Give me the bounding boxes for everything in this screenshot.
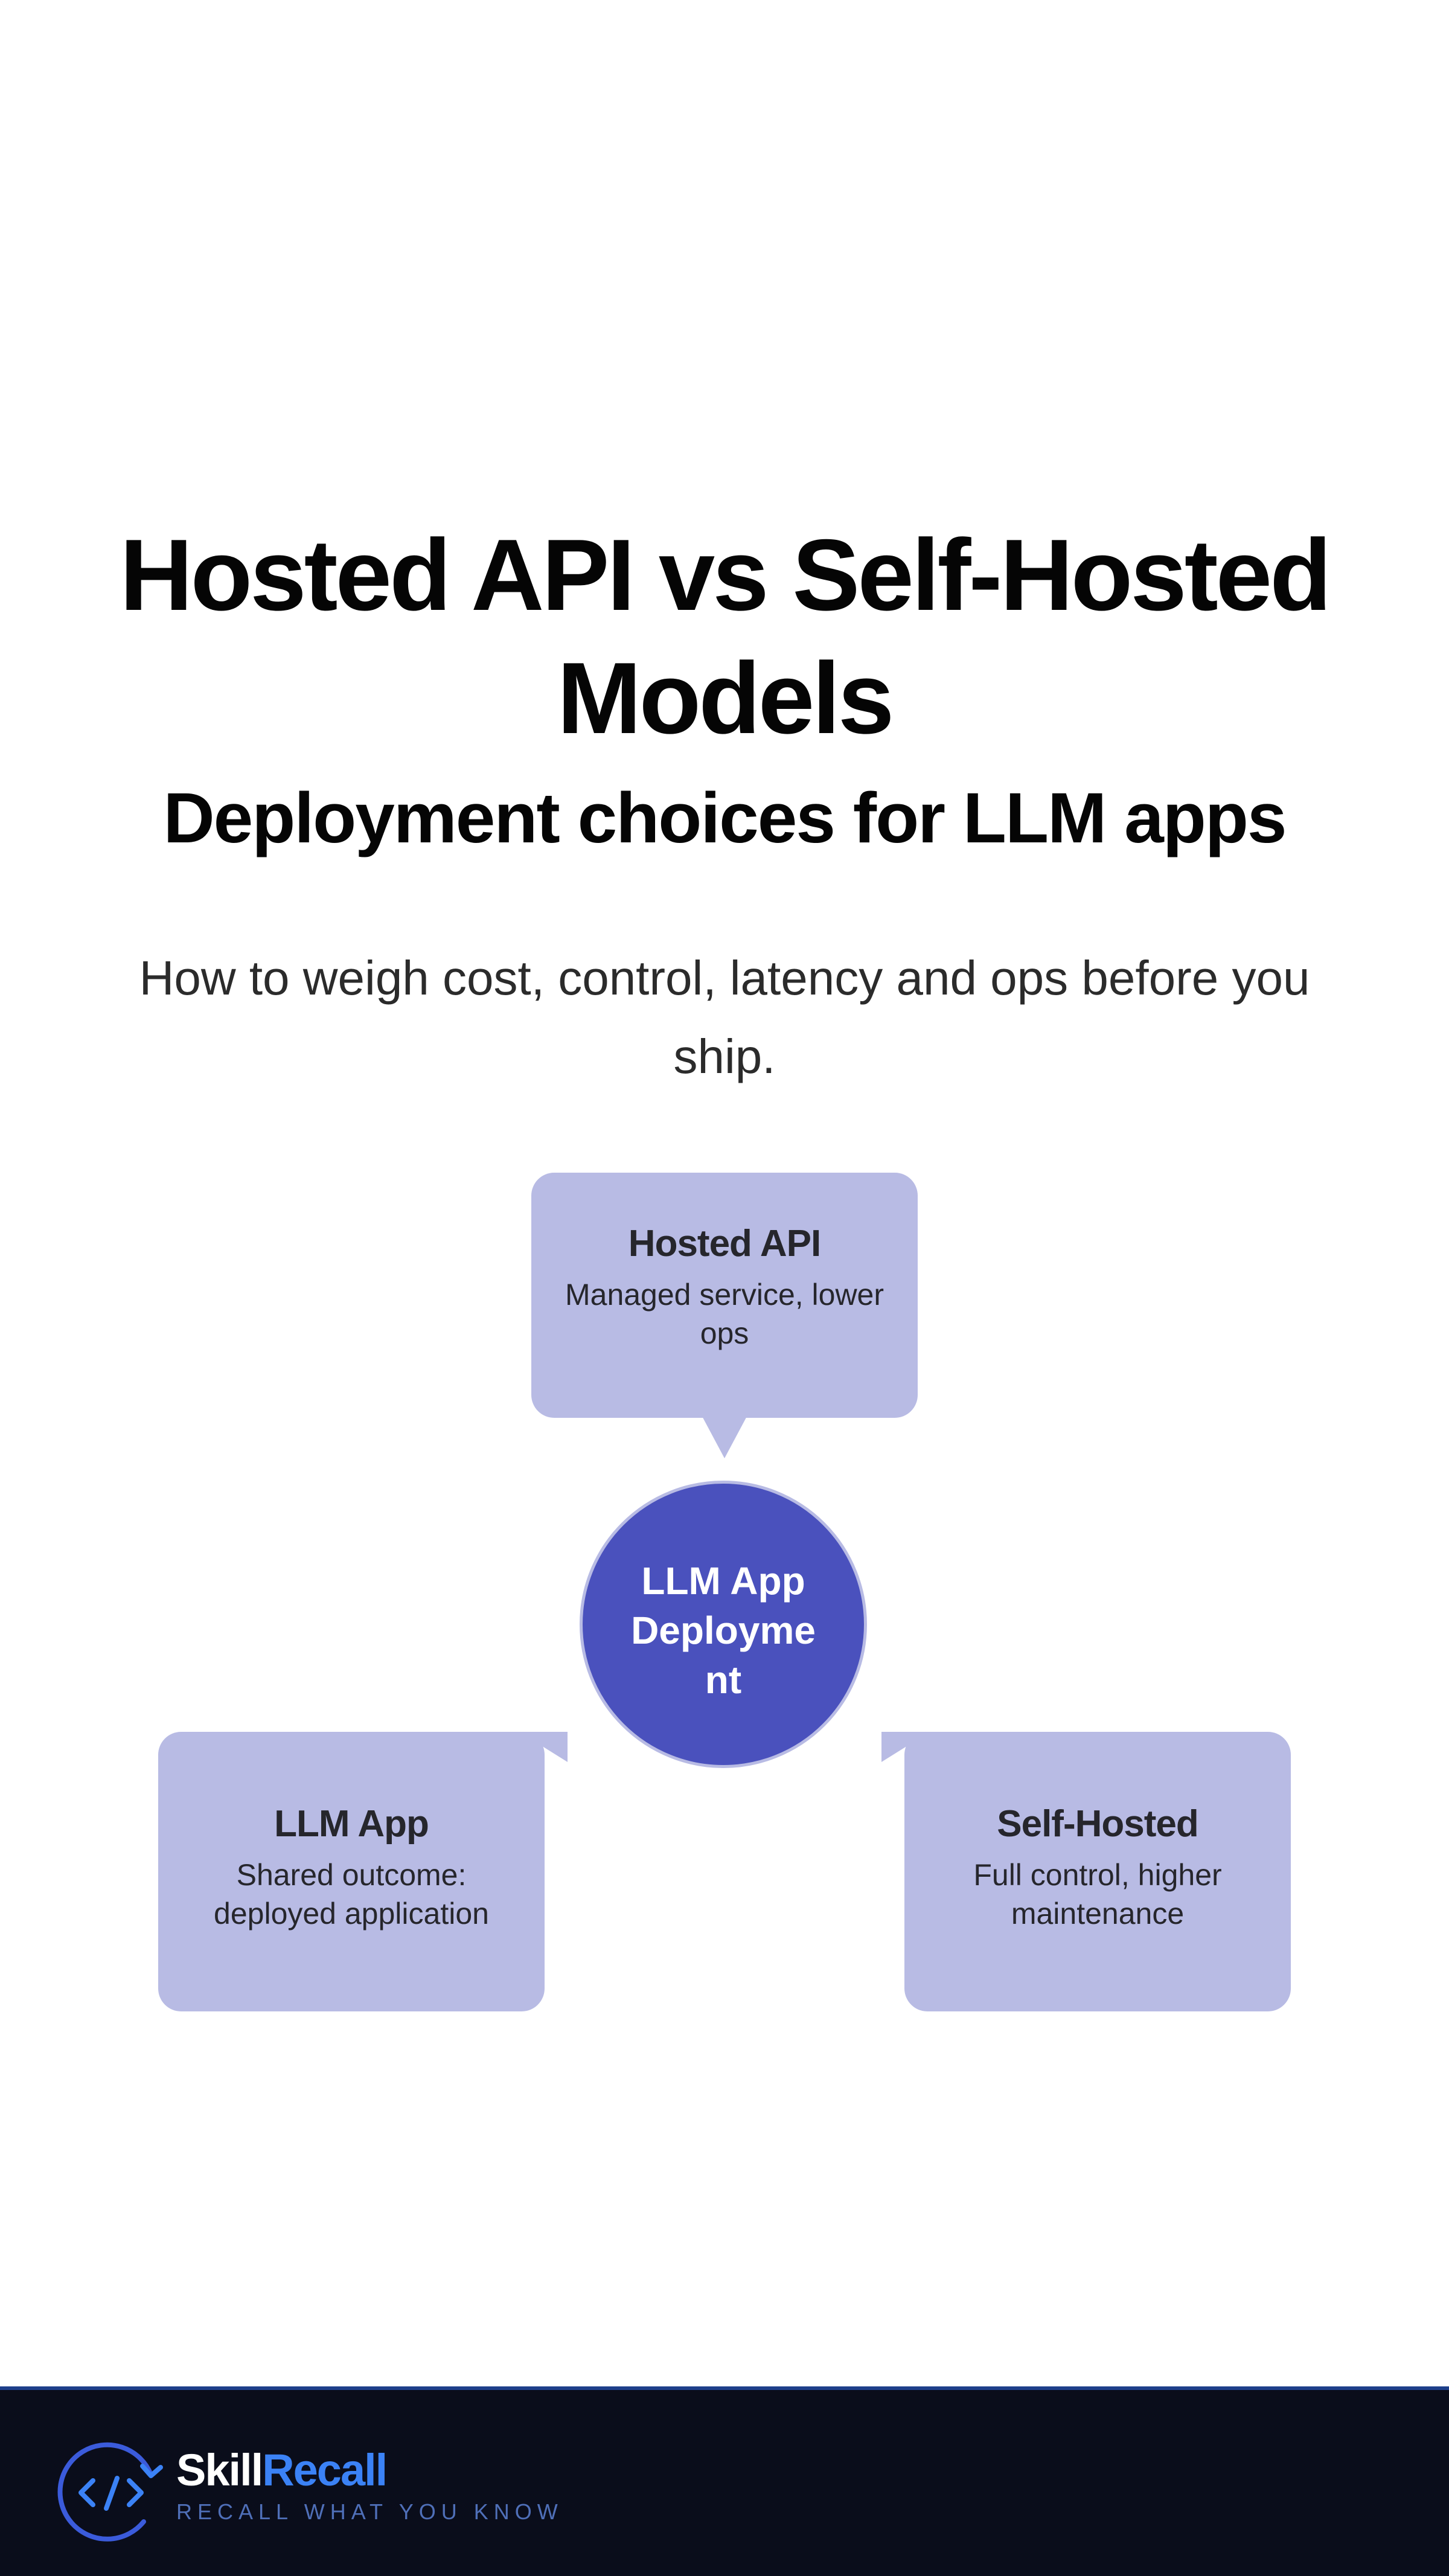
brand-name-part2: Recall (262, 2445, 388, 2495)
brand-name: SkillRecall (176, 2444, 388, 2496)
page-title: Hosted API vs Self-Hosted Models (120, 518, 1332, 755)
code-icon (57, 2442, 163, 2542)
node-description: Managed service, lower ops (565, 1278, 884, 1350)
brand-name-part1: Skill (176, 2445, 263, 2495)
node-title: LLM App (274, 1803, 429, 1845)
footer-bar: SkillRecall RECALL WHAT YOU KNOW (0, 2386, 1449, 2576)
hub-label: LLM App Deployment (631, 1559, 816, 1702)
hub-circle: LLM App Deployment (580, 1481, 867, 1768)
node-description: Shared outcome: deployed application (214, 1858, 489, 1930)
node-hosted-api: Hosted API Managed service, lower ops (531, 1173, 918, 1418)
brand-tagline: RECALL WHAT YOU KNOW (176, 2499, 563, 2524)
node-title: Hosted API (628, 1223, 821, 1264)
node-llm-app: LLM App Shared outcome: deployed applica… (158, 1732, 545, 2011)
node-description: Full control, higher maintenance (973, 1858, 1222, 1930)
bubble-tail-top (700, 1413, 749, 1458)
node-title: Self-Hosted (997, 1803, 1198, 1845)
page-lede: How to weigh cost, control, latency and … (139, 951, 1310, 1083)
page-subtitle: Deployment choices for LLM apps (163, 778, 1287, 858)
node-self-hosted: Self-Hosted Full control, higher mainten… (904, 1732, 1291, 2011)
